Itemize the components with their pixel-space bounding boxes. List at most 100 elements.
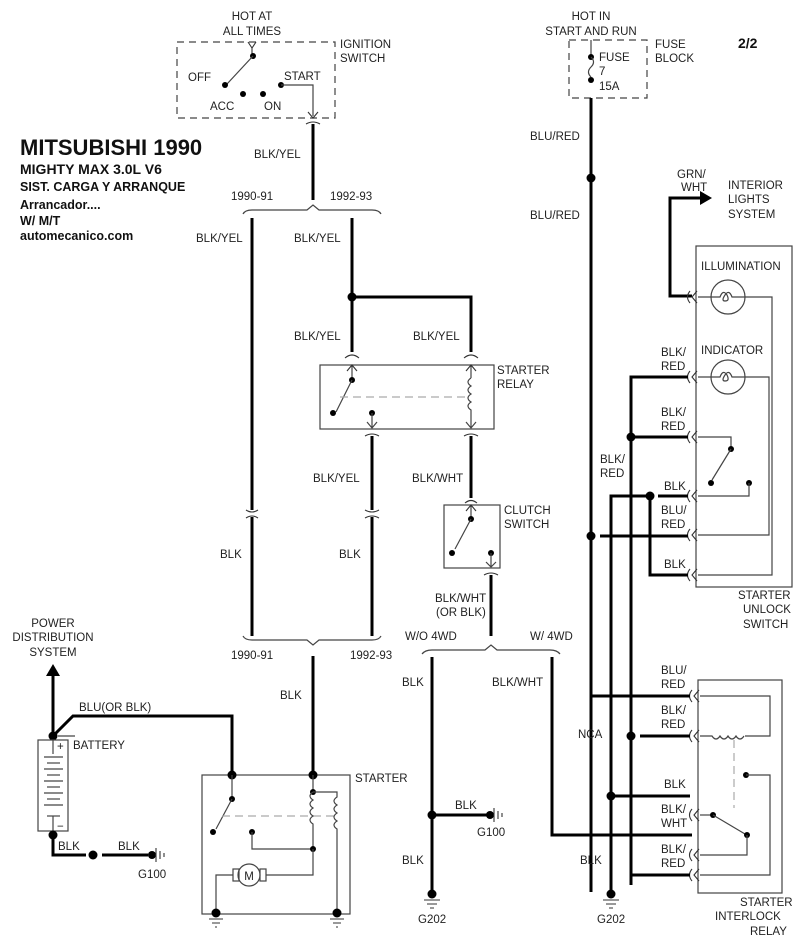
page-number: 2/2 [738, 35, 758, 51]
starter: STARTER M [201, 770, 408, 928]
ground-g202-b: G202 [597, 914, 625, 926]
interior-lights-2: LIGHTS [728, 194, 770, 206]
split-brace-1 [242, 204, 382, 215]
starter-interlock-relay: STARTER INTERLOCK RELAY [688, 679, 793, 938]
wire-to-starter: BLK [280, 690, 302, 702]
starter-box [201, 774, 351, 915]
wire-interlock-blk: BLK [664, 779, 686, 791]
starter-relay-name-1: STARTER [497, 365, 550, 377]
wire-unlock-indicator-1: BLK/ [661, 347, 687, 359]
ground-g100-a: G100 [138, 869, 166, 881]
wire-left-a: BLK/YEL [196, 233, 243, 245]
ign-name-2: SWITCH [340, 53, 385, 65]
wire-battery-pos: BLU(OR BLK) [79, 702, 151, 714]
starter-unlock-switch: ILLUMINATION INDICATOR STARTER UNLOCK SW… [686, 245, 793, 631]
wire-interlock-blkred1-1: BLK/ [661, 705, 687, 717]
wire-unlock-blk1: BLK [664, 481, 686, 493]
wire-wo4wd: BLK [402, 677, 424, 689]
wire-interlock-blkred1-2: RED [661, 719, 685, 731]
wire-interlock-blkwht-2: WHT [661, 818, 687, 830]
wire-interior-2: WHT [681, 182, 707, 194]
title-block: MITSUBISHI 1990 MIGHTY MAX 3.0L V6 SIST.… [20, 135, 202, 243]
wire-battery-neg2: BLK [118, 841, 140, 853]
split-brace-3 [421, 644, 561, 655]
title-trans: W/ M/T [20, 214, 61, 228]
indicator-label: INDICATOR [701, 345, 763, 357]
power-dist-3: SYSTEM [29, 647, 76, 659]
battery: + − [37, 735, 75, 833]
arrow-up-icon [46, 664, 60, 676]
starter-relay-box [319, 364, 495, 430]
motor-icon [237, 863, 261, 887]
wire-unlock-left-1: BLK/ [600, 454, 626, 466]
wire-unlock-blured-2: RED [661, 519, 685, 531]
wire-fuse-out-1: BLU/RED [530, 131, 580, 143]
split1-right-label: 1992-93 [330, 191, 372, 203]
ign-name-1: IGNITION [340, 39, 391, 51]
power-dist-2: DISTRIBUTION [12, 632, 93, 644]
wire-battery-neg1: BLK [58, 841, 80, 853]
battery-label: BATTERY [73, 740, 125, 752]
illumination-label: ILLUMINATION [701, 261, 781, 273]
wire-nca: NCA [578, 729, 603, 741]
power-dist-1: POWER [31, 618, 74, 630]
wire-left-b: BLK [220, 549, 242, 561]
wire-unlock-sw-top-1: BLK/ [661, 407, 687, 419]
ign-on: ON [264, 101, 281, 113]
fuse-block-name-1: FUSE [655, 39, 686, 51]
unlock-name-3: SWITCH [743, 619, 788, 631]
wire-interlock-blkwht-1: BLK/ [661, 804, 687, 816]
wire-w4wd: BLK/WHT [492, 677, 543, 689]
ignition-switch: HOT AT ALL TIMES IGNITION SWITCH OFF ACC… [176, 11, 391, 125]
split3-left-label: W/O 4WD [405, 631, 457, 643]
ign-off: OFF [188, 72, 211, 84]
ign-acc: ACC [210, 101, 234, 113]
clutch-name-1: CLUTCH [504, 505, 551, 517]
title-section: Arrancador.... [20, 198, 101, 212]
battery-plus: + [57, 741, 64, 753]
title-site: automecanico.com [20, 229, 133, 243]
ign-hot-2: ALL TIMES [223, 26, 281, 38]
interior-lights-3: SYSTEM [728, 209, 775, 221]
wire-relay-out-left: BLK/YEL [313, 473, 360, 485]
ground-g202-a: G202 [418, 914, 446, 926]
interlock-name-1: STARTER [740, 897, 793, 909]
fuse-block: HOT IN START AND RUN FUSE BLOCK FUSE 7 1… [545, 11, 694, 99]
split-brace-2 [242, 635, 382, 646]
unlock-name-2: UNLOCK [743, 604, 791, 616]
wire-interlock-blkred2-1: BLK/ [661, 844, 687, 856]
starter-label: STARTER [355, 773, 408, 785]
fuse-block-box [568, 39, 648, 99]
battery-minus: − [57, 821, 64, 833]
clutch-switch-box [443, 504, 501, 569]
ign-hot-1: HOT AT [232, 11, 272, 23]
title-model: MIGHTY MAX 3.0L V6 [20, 161, 162, 177]
wire-interlock-blured-2: RED [661, 679, 685, 691]
interlock-name-2: INTERLOCK [715, 911, 781, 923]
clutch-name-2: SWITCH [504, 519, 549, 531]
interior-lights-1: INTERIOR [728, 180, 783, 192]
split2-left-label: 1990-91 [231, 650, 273, 662]
wire-right-a: BLK/YEL [294, 233, 341, 245]
wire-unlock-blk2: BLK [664, 559, 686, 571]
split1-left-label: 1990-91 [231, 191, 273, 203]
fuse-hot-2: START AND RUN [545, 26, 636, 38]
title-make: MITSUBISHI 1990 [20, 135, 202, 160]
wire-unlock-sw-top-2: RED [661, 421, 685, 433]
wire-unlock-left-2: RED [600, 468, 624, 480]
interlock-name-3: RELAY [750, 926, 787, 938]
interlock-connectors [688, 689, 700, 882]
fuse-label-3: 15A [599, 81, 620, 93]
split3-right-label: W/ 4WD [530, 631, 573, 643]
motor-label: M [244, 871, 254, 883]
wire-right-b: BLK [339, 549, 361, 561]
wire-g202-left: BLK [402, 855, 424, 867]
clutch-switch: CLUTCH SWITCH [443, 499, 551, 576]
unlock-name-1: STARTER [738, 590, 791, 602]
wire-g100-b: BLK [455, 800, 477, 812]
fuse-label-1: FUSE [599, 52, 630, 64]
wire-relay-out-right: BLK/WHT [412, 473, 463, 485]
wire-relay-in-right: BLK/YEL [413, 331, 460, 343]
title-system: SIST. CARGA Y ARRANQUE [20, 180, 185, 194]
